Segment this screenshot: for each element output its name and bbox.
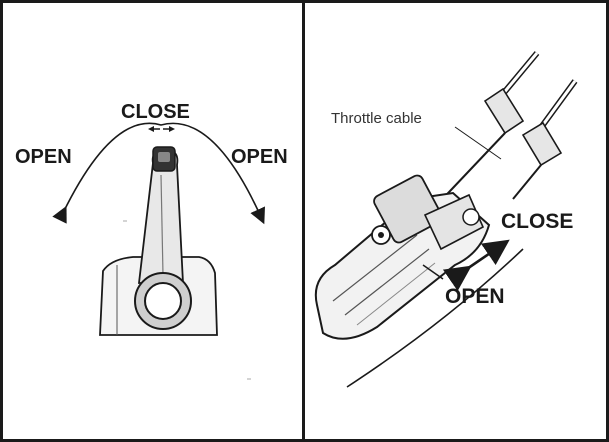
direction-arrow [442, 239, 510, 292]
cable-leader-line [454, 126, 502, 160]
lever-illustration [52, 122, 265, 380]
left-open-right-label: OPEN [231, 146, 288, 168]
cable-illustration [314, 51, 578, 388]
motion-arc [52, 122, 265, 225]
cable-panel: Throttle cable CLOSE OPEN [305, 3, 606, 439]
lever-panel: CLOSE OPEN OPEN [3, 3, 302, 439]
left-open-left-label: OPEN [15, 146, 72, 168]
lever-pivot-ring-inner [144, 282, 182, 320]
throttle-pulley [373, 174, 443, 244]
cable-adjuster-upper [483, 87, 525, 135]
right-close-label: CLOSE [501, 210, 574, 233]
left-close-label: CLOSE [121, 101, 190, 123]
panel-divider [302, 0, 305, 442]
throttle-cable-label: Throttle cable [331, 110, 422, 127]
right-open-label: OPEN [445, 285, 505, 308]
linkage-bracket [423, 193, 485, 251]
cable-adjuster-lower [521, 121, 563, 167]
